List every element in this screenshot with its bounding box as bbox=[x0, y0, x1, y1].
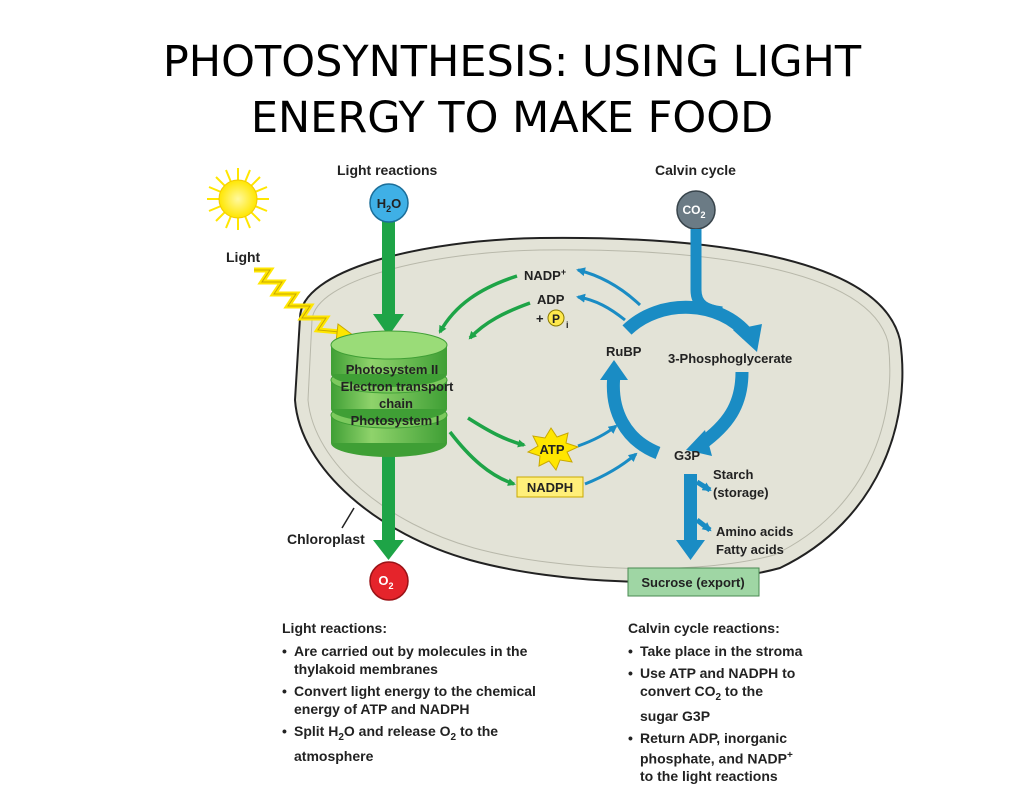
slide-title: PHOTOSYNTHESIS: USING LIGHT ENERGY TO MA… bbox=[0, 34, 1024, 146]
nadph-label: NADPH bbox=[527, 480, 573, 495]
storage-label: (storage) bbox=[713, 485, 769, 500]
g3p-to-rubp-arrowhead bbox=[600, 360, 628, 380]
calvin-note-bullet-1: Take place in the stroma bbox=[628, 642, 848, 660]
to-amino-acids-arrow bbox=[695, 518, 712, 532]
nadp-plus-label: NADP+ bbox=[524, 267, 566, 283]
light-reactions-label: Light reactions bbox=[337, 162, 438, 178]
calvin-note-3-line-3: to the light reactions bbox=[640, 768, 778, 785]
calvin-cycle-notes: Calvin cycle reactions: Take place in th… bbox=[628, 619, 848, 789]
light-note-2-line-1: Convert light energy to the chemical bbox=[294, 683, 536, 699]
phosphate-circle bbox=[547, 309, 565, 327]
calvin-note-2-line-1: Use ATP and NADPH to bbox=[640, 665, 796, 681]
sucrose-box bbox=[627, 567, 760, 597]
g3p-output-arrow bbox=[684, 474, 697, 542]
atp-to-cycle-arrow bbox=[577, 424, 618, 448]
calvin-notes-heading: Calvin cycle reactions: bbox=[628, 620, 780, 636]
sun-icon bbox=[207, 168, 269, 230]
light-note-bullet-3: Split H2O and release O2 to the atmosphe… bbox=[282, 722, 582, 765]
title-line-2: ENERGY TO MAKE FOOD bbox=[250, 93, 774, 143]
amino-acids-label: Amino acids bbox=[716, 524, 793, 539]
o2-arrowhead bbox=[373, 540, 404, 560]
title-line-1: PHOTOSYNTHESIS: USING LIGHT bbox=[162, 37, 862, 87]
pga-to-g3p-arrowhead bbox=[686, 430, 712, 456]
sucrose-label: Sucrose (export) bbox=[641, 575, 744, 590]
calvin-note-2-line-3: sugar G3P bbox=[640, 707, 711, 724]
h2o-circle bbox=[369, 183, 409, 223]
calvin-note-bullet-2: Use ATP and NADPH to convert CO2 to the … bbox=[628, 664, 848, 725]
thylakoid-line-2: Electron transport bbox=[341, 379, 454, 394]
calvin-note-2-line-2: convert CO2 to the bbox=[640, 683, 764, 703]
rubp-to-pga-arrowhead bbox=[733, 324, 762, 352]
calvin-note-3-line-2: phosphate, and NADP+ bbox=[640, 749, 793, 767]
nadph-to-cycle-arrow bbox=[584, 452, 638, 486]
calvin-note-3-line-1: Return ADP, inorganic bbox=[640, 729, 788, 746]
rubp-label: RuBP bbox=[606, 344, 642, 359]
sucrose-arrowhead bbox=[676, 540, 705, 560]
chloroplast-inner-membrane bbox=[307, 249, 891, 570]
h2o-label: H2O bbox=[377, 196, 402, 214]
light-reactions-notes: Light reactions: Are carried out by mole… bbox=[282, 619, 582, 769]
pi-letter: P bbox=[552, 312, 560, 326]
fatty-acids-label: Fatty acids bbox=[716, 542, 784, 557]
phosphoglycerate-label: 3-Phosphoglycerate bbox=[668, 351, 792, 366]
calvin-cycle-label: Calvin cycle bbox=[655, 162, 736, 178]
adp-to-thylakoid-arrow bbox=[468, 301, 531, 340]
cycle-to-nadp-arrow bbox=[576, 267, 642, 307]
thylakoid-stack bbox=[330, 330, 448, 457]
light-note-bullet-1: Are carried out by molecules in the thyl… bbox=[282, 642, 582, 678]
photosynthesis-diagram: Light Light reactions Calvin cycle H2O O… bbox=[207, 162, 904, 601]
light-note-3-line-1: Split H2O and release O2 to the bbox=[294, 723, 499, 743]
o2-circle bbox=[369, 561, 409, 601]
calvin-note-bullet-3: Return ADP, inorganic phosphate, and NAD… bbox=[628, 729, 848, 786]
thylakoid-line-4: Photosystem I bbox=[351, 413, 440, 428]
thylakoid-to-atp-arrow bbox=[467, 416, 526, 448]
light-note-3-line-2: atmosphere bbox=[294, 747, 374, 764]
thylakoid-line-3: chain bbox=[379, 396, 413, 411]
atp-starburst bbox=[526, 427, 580, 471]
nadp-to-thylakoid-arrow bbox=[438, 274, 518, 334]
h2o-arrowhead bbox=[373, 314, 404, 336]
adp-label: ADP bbox=[537, 292, 565, 307]
co2-label: CO2 bbox=[682, 203, 705, 220]
starch-label: Starch bbox=[713, 467, 754, 482]
thylakoid-line-1: Photosystem II bbox=[346, 362, 438, 377]
light-note-2-line-2: energy of ATP and NADPH bbox=[294, 701, 470, 717]
to-starch-arrow bbox=[695, 479, 712, 493]
light-label: Light bbox=[226, 249, 261, 265]
light-note-1-line-2: thylakoid membranes bbox=[294, 661, 438, 677]
calvin-cycle-ring bbox=[606, 300, 754, 460]
pi-plus-sign: + bbox=[536, 311, 544, 326]
light-zigzag-outline bbox=[254, 269, 341, 333]
light-notes-heading: Light reactions: bbox=[282, 620, 388, 636]
co2-to-cycle-arrow bbox=[690, 229, 723, 318]
thylakoid-to-nadph-arrow bbox=[448, 430, 516, 486]
thylakoid-to-o2-arrow bbox=[382, 455, 395, 543]
cycle-to-adp-arrow bbox=[576, 293, 626, 322]
g3p-label: G3P bbox=[674, 448, 700, 463]
calvin-note-1-line-1: Take place in the stroma bbox=[640, 643, 803, 659]
o2-label: O2 bbox=[378, 573, 393, 591]
chloroplast-label: Chloroplast bbox=[287, 531, 365, 547]
pi-subscript: i bbox=[566, 320, 569, 330]
nadph-box bbox=[516, 476, 584, 498]
chloroplast-pointer bbox=[341, 507, 355, 529]
h2o-to-photosystem-arrow bbox=[382, 218, 395, 318]
atp-label: ATP bbox=[539, 442, 564, 457]
light-note-bullet-2: Convert light energy to the chemical ene… bbox=[282, 682, 582, 718]
light-note-1-line-1: Are carried out by molecules in the bbox=[294, 643, 528, 659]
